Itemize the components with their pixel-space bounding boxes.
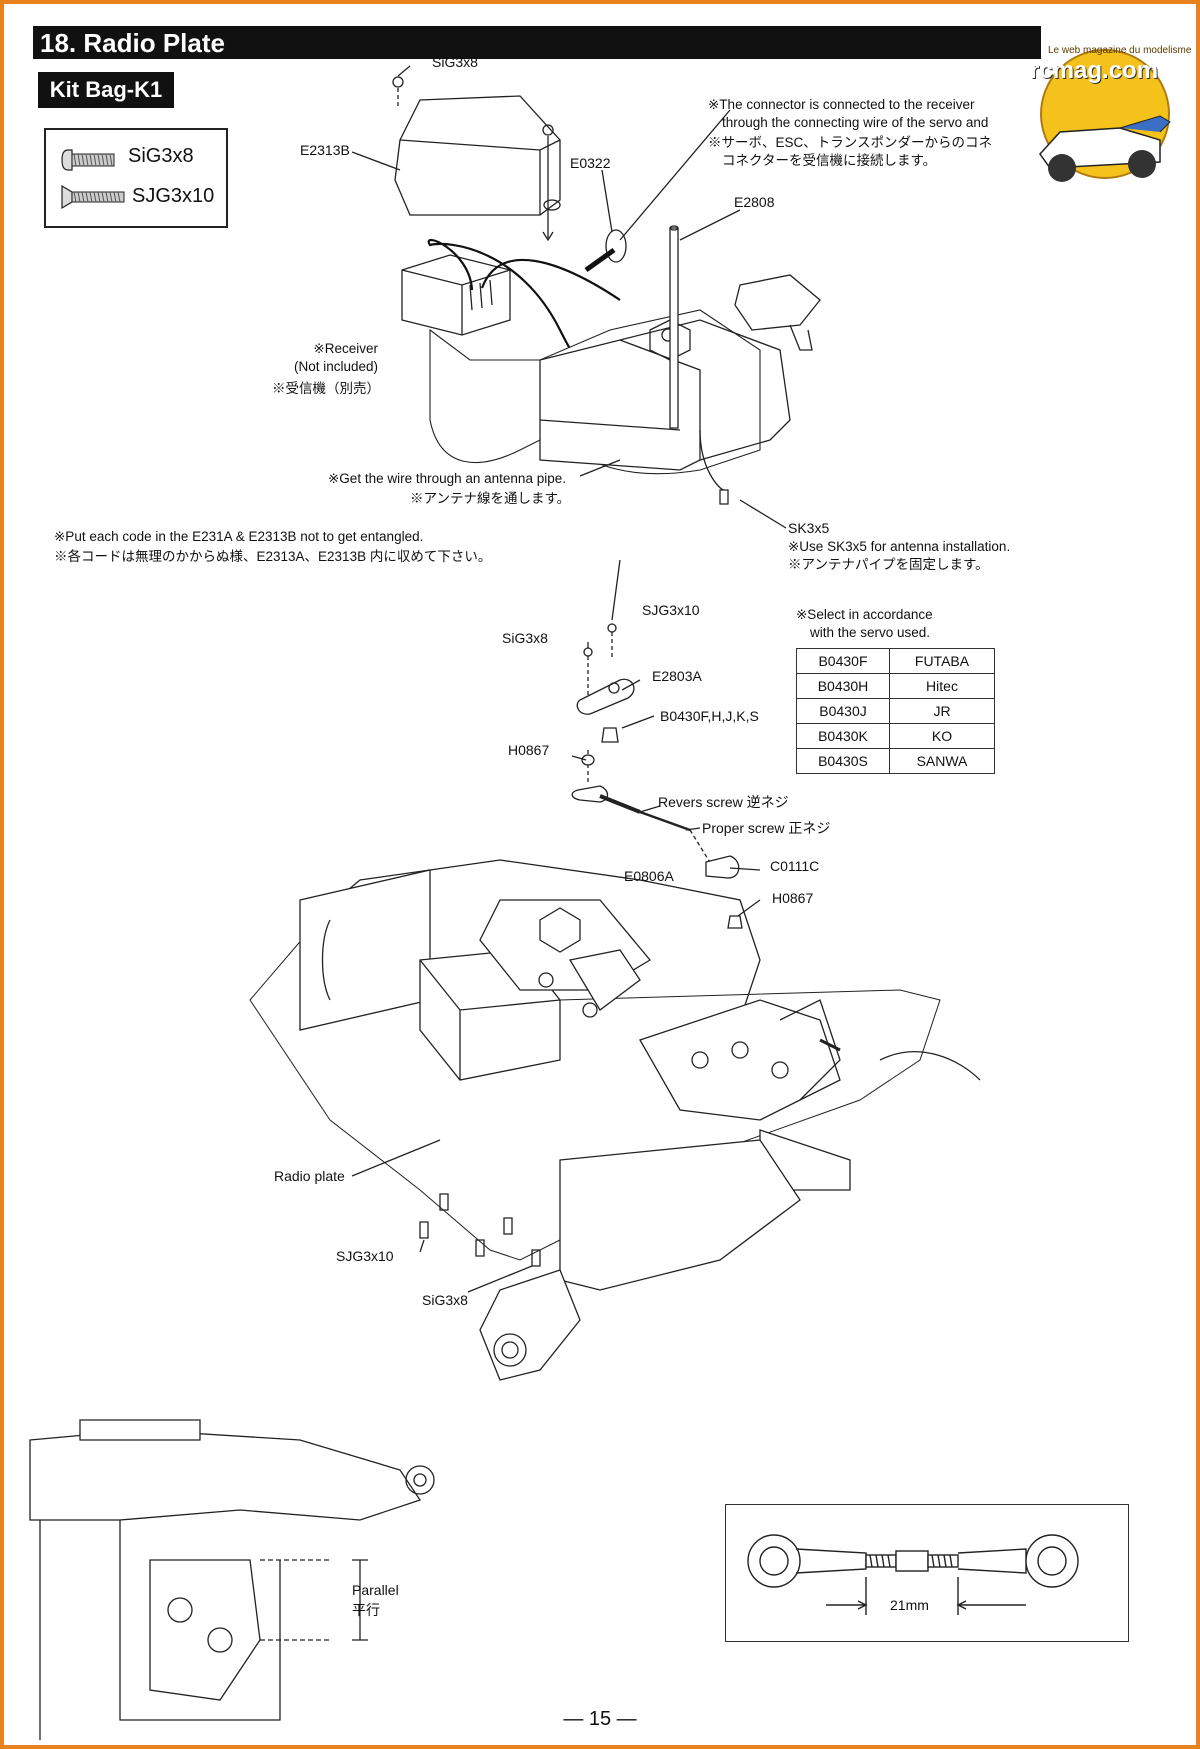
- receiver-note-line2: (Not included): [293, 359, 378, 374]
- table-row: B0430J JR: [796, 698, 995, 724]
- servo-select-note-line2: with the servo used.: [810, 625, 931, 640]
- section-title-bar: [33, 26, 1041, 59]
- sk-note-line2: ※アンテナパイプを固定します。: [788, 557, 989, 572]
- entangle-note-line2: ※各コードは無理のかからぬ様、E2313A、E2313B 内に収めて下さい。: [54, 549, 492, 564]
- bag-item-sjg3x10: SJG3x10: [132, 185, 215, 207]
- label-screw-sjg3x10-chassis: SJG3x10: [336, 1248, 394, 1264]
- servo-compatibility-table: B0430F FUTABA B0430H Hitec B0430J JR B04…: [796, 648, 995, 774]
- label-part-e2803a: E2803A: [652, 668, 702, 684]
- connector-note-line4: コネクターを受信機に接続します。: [722, 153, 937, 168]
- rcmag-watermark: rcmag.com Le web magazine du modelisme: [1010, 36, 1191, 186]
- servo-code-cell: B0430J: [796, 698, 890, 724]
- linkage-length-inset: 21mm: [725, 1504, 1129, 1642]
- label-screw-sig3x8-chassis: SiG3x8: [422, 1292, 468, 1308]
- kit-bag-badge: Kit Bag-K1: [38, 72, 174, 108]
- page-number: — 15 —: [563, 1708, 637, 1730]
- label-reverse-screw: Revers screw 逆ネジ: [658, 794, 789, 810]
- connector-note-line1: ※The connector is connected to the recei…: [708, 97, 975, 112]
- antenna-wire-note-line1: ※Get the wire through an antenna pipe.: [328, 471, 566, 486]
- rc-car-icon: [1039, 115, 1171, 182]
- section-title: 18. Radio Plate: [40, 28, 225, 58]
- servo-code-cell: B0430K: [796, 723, 890, 749]
- receiver-note-line3: ※受信機（別売）: [272, 381, 380, 396]
- watermark-tagline: Le web magazine du modelisme: [1048, 45, 1192, 56]
- antenna-wire-note-line2: ※アンテナ線を通します。: [410, 491, 571, 506]
- connector-note-line3: ※サーボ、ESC、トランスポンダーからのコネ: [708, 135, 992, 150]
- servo-brand-cell: JR: [889, 698, 995, 724]
- servo-brand-cell: Hitec: [889, 673, 995, 699]
- servo-brand-cell: SANWA: [889, 748, 995, 774]
- label-screw-sig3x8-servo: SiG3x8: [502, 630, 548, 646]
- connector-note-line2: through the connecting wire of the servo…: [722, 115, 989, 130]
- label-parallel-jp: 平行: [352, 1602, 380, 1618]
- entangle-note-line1: ※Put each code in the E231A & E2313B not…: [54, 529, 424, 544]
- receiver-note-line1: ※Receiver: [313, 341, 378, 356]
- label-radio-plate: Radio plate: [274, 1168, 345, 1184]
- flat-head-screw-icon: [61, 184, 125, 210]
- label-part-e2808: E2808: [734, 194, 775, 210]
- table-row: B0430H Hitec: [796, 673, 995, 699]
- table-row: B0430S SANWA: [796, 748, 995, 774]
- servo-select-note-line1: ※Select in accordance: [796, 607, 933, 622]
- rod-end-left-icon: [747, 1534, 867, 1588]
- servo-brand-cell: FUTABA: [889, 648, 995, 674]
- label-part-e0806a: E0806A: [624, 868, 674, 884]
- label-part-h0867-b: H0867: [772, 890, 814, 906]
- sk-note-line1: ※Use SK3x5 for antenna installation.: [788, 539, 1011, 554]
- watermark-brand: rcmag.com: [1030, 57, 1159, 84]
- servo-code-cell: B0430F: [796, 648, 890, 674]
- label-part-c0111c: C0111C: [770, 858, 820, 874]
- label-parallel-en: Parallel: [352, 1582, 399, 1598]
- label-screw-sjg3x10-servo: SJG3x10: [642, 602, 700, 618]
- label-proper-screw: Proper screw 正ネジ: [702, 820, 831, 836]
- label-part-e0322: E0322: [570, 155, 611, 171]
- bag-item-sig3x8: SiG3x8: [128, 145, 194, 167]
- label-part-b0430: B0430F,H,J,K,S: [660, 708, 759, 724]
- label-screw-sk3x5: SK3x5: [788, 520, 830, 536]
- rod-end-right-icon: [957, 1534, 1079, 1588]
- servo-brand-cell: KO: [889, 723, 995, 749]
- button-head-screw-icon: [61, 149, 115, 171]
- label-part-e2313b: E2313B: [300, 142, 350, 158]
- linkage-length-label: 21mm: [890, 1597, 929, 1613]
- label-screw-sig3x8-top: SiG3x8: [432, 54, 478, 70]
- servo-code-cell: B0430S: [796, 748, 890, 774]
- table-row: B0430F FUTABA: [796, 648, 995, 674]
- servo-code-cell: B0430H: [796, 673, 890, 699]
- label-part-h0867-a: H0867: [508, 742, 550, 758]
- bag-contents-box: SiG3x8 SJG3x10: [44, 128, 228, 228]
- table-row: B0430K KO: [796, 723, 995, 749]
